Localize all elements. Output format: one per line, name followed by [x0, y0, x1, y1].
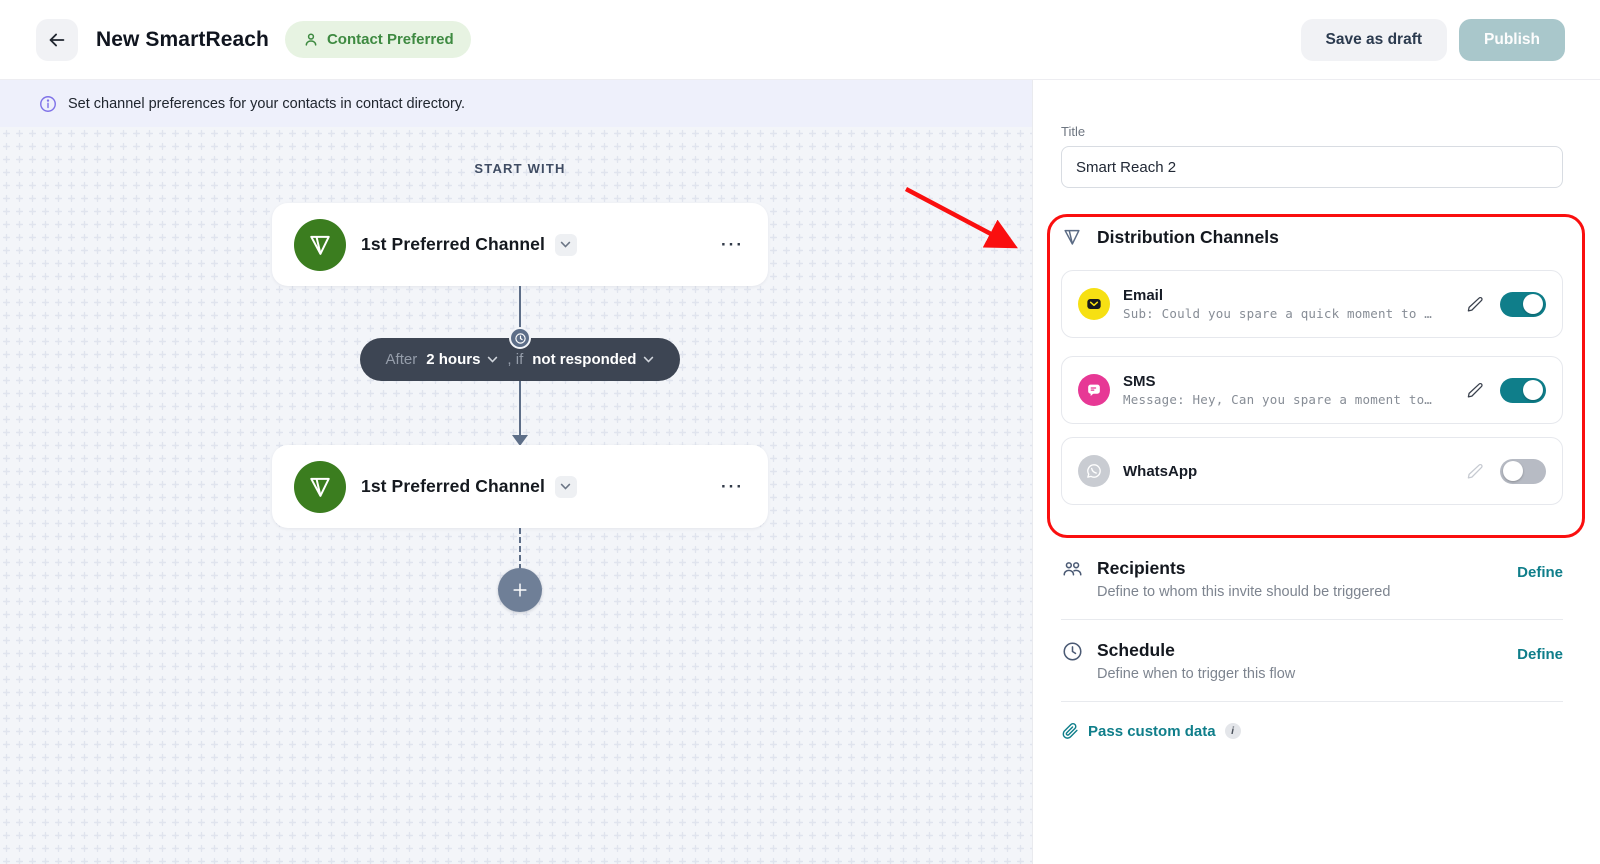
schedule-define-link[interactable]: Define — [1517, 646, 1563, 663]
delay-duration-dropdown[interactable]: 2 hours — [426, 351, 498, 368]
channel-name: Email — [1123, 287, 1164, 304]
toggle-knob — [1523, 294, 1543, 314]
chevron-down-icon — [561, 241, 571, 248]
channel-text: WhatsApp — [1123, 462, 1197, 481]
flow-canvas: Set channel preferences for your contact… — [0, 80, 1032, 864]
schedule-clock-icon — [1061, 638, 1087, 682]
connector-line — [519, 381, 521, 438]
channel-actions — [1466, 377, 1546, 403]
pencil-icon — [1467, 296, 1483, 311]
settings-panel: Title Distribution Channels Email Sub: C… — [1032, 80, 1600, 864]
connector-line-dashed — [519, 528, 521, 570]
back-button[interactable] — [36, 18, 78, 61]
section-subtitle: Define to whom this invite should be tri… — [1097, 584, 1391, 600]
schedule-section: Schedule Define when to trigger this flo… — [1061, 620, 1563, 701]
edit-channel-button[interactable] — [1466, 295, 1485, 314]
chevron-down-icon — [488, 356, 498, 363]
section-text: Schedule Define when to trigger this flo… — [1097, 638, 1295, 682]
channel-row-sms: SMS Message: Hey, Can you spare a moment… — [1061, 356, 1563, 424]
plus-icon — [513, 583, 527, 597]
pass-custom-data-row: Pass custom data i — [1061, 702, 1563, 760]
arrow-left-icon — [49, 33, 65, 46]
recipients-section: Recipients Define to whom this invite sh… — [1061, 538, 1563, 619]
app-header: New SmartReach Contact Preferred Save as… — [0, 0, 1600, 80]
section-subtitle: Define when to trigger this flow — [1097, 666, 1296, 682]
pencil-icon — [1467, 382, 1483, 397]
pencil-icon — [1467, 463, 1483, 478]
person-icon — [305, 32, 317, 46]
section-text: Recipients Define to whom this invite sh… — [1097, 556, 1390, 600]
channel-name: SMS — [1123, 373, 1156, 390]
delay-condition-dropdown[interactable]: not responded — [532, 351, 654, 368]
edit-channel-button[interactable] — [1466, 381, 1485, 400]
flow-node-2[interactable]: 1st Preferred Channel ··· — [272, 445, 768, 528]
status-badge-label: Contact Preferred — [326, 31, 454, 48]
start-with-label: START WITH — [474, 161, 566, 176]
recipients-icon — [1061, 556, 1087, 600]
distribution-channels-title: Distribution Channels — [1097, 226, 1279, 247]
delay-clock-icon — [509, 327, 531, 349]
node-dropdown-button[interactable] — [554, 233, 577, 256]
flow-node-1[interactable]: 1st Preferred Channel ··· — [272, 203, 768, 286]
publish-button[interactable]: Publish — [1459, 18, 1565, 61]
channel-preview: Sub: Could you spare a quick moment to … — [1123, 306, 1433, 321]
toggle-knob — [1503, 461, 1523, 481]
sms-icon — [1078, 374, 1110, 406]
info-banner-text: Set channel preferences for your contact… — [68, 95, 466, 112]
channel-actions — [1466, 291, 1546, 317]
title-field-label: Title — [1061, 124, 1086, 139]
channel-funnel-icon — [294, 218, 346, 271]
channel-funnel-icon — [294, 460, 346, 513]
flow-node-title: 1st Preferred Channel — [361, 476, 545, 496]
channel-row-email: Email Sub: Could you spare a quick momen… — [1061, 270, 1563, 338]
edit-channel-button[interactable] — [1466, 462, 1485, 481]
flow-node-title: 1st Preferred Channel — [361, 234, 545, 254]
funnel-icon — [1064, 229, 1080, 245]
info-banner: Set channel preferences for your contact… — [0, 80, 1032, 127]
recipients-define-link[interactable]: Define — [1517, 564, 1563, 581]
channel-preview: Message: Hey, Can you spare a moment to… — [1123, 392, 1433, 407]
divider — [1061, 619, 1563, 620]
add-step-button[interactable] — [498, 568, 542, 612]
paperclip-icon — [1062, 722, 1078, 739]
node-dropdown-button[interactable] — [554, 475, 577, 498]
node-menu-button[interactable]: ··· — [721, 476, 744, 496]
channel-toggle[interactable] — [1500, 377, 1546, 403]
divider — [1061, 701, 1563, 702]
email-icon — [1078, 288, 1110, 320]
distribution-channels-header: Distribution Channels — [1061, 224, 1563, 250]
page-title: New SmartReach — [96, 27, 269, 51]
delay-prefix: After — [385, 351, 418, 368]
status-badge: Contact Preferred — [284, 21, 471, 58]
save-as-draft-button[interactable]: Save as draft — [1300, 18, 1448, 61]
section-title: Recipients — [1097, 558, 1186, 578]
delay-connector: , if — [507, 351, 524, 368]
channel-name: WhatsApp — [1123, 462, 1198, 480]
delay-pill-wrap: After 2 hours , if not responded — [272, 338, 768, 381]
node-menu-button[interactable]: ··· — [721, 234, 744, 254]
channel-row-whatsapp: WhatsApp — [1061, 437, 1563, 505]
channel-actions — [1466, 458, 1546, 484]
whatsapp-icon — [1078, 455, 1110, 487]
channel-text: Email Sub: Could you spare a quick momen… — [1123, 286, 1432, 322]
channel-toggle[interactable] — [1500, 291, 1546, 317]
info-badge-icon[interactable]: i — [1224, 723, 1241, 739]
section-title: Schedule — [1097, 640, 1175, 660]
pass-custom-data-link[interactable]: Pass custom data — [1088, 722, 1216, 740]
delay-condition-pill: After 2 hours , if not responded — [359, 338, 681, 381]
info-icon — [40, 95, 56, 112]
chevron-down-icon — [644, 356, 654, 363]
title-input[interactable] — [1061, 146, 1563, 188]
connector-line — [519, 286, 521, 338]
channel-toggle[interactable] — [1500, 458, 1546, 484]
connector-arrowhead — [512, 435, 528, 446]
toggle-knob — [1523, 380, 1543, 400]
chevron-down-icon — [561, 483, 571, 490]
channel-text: SMS Message: Hey, Can you spare a moment… — [1123, 372, 1432, 408]
